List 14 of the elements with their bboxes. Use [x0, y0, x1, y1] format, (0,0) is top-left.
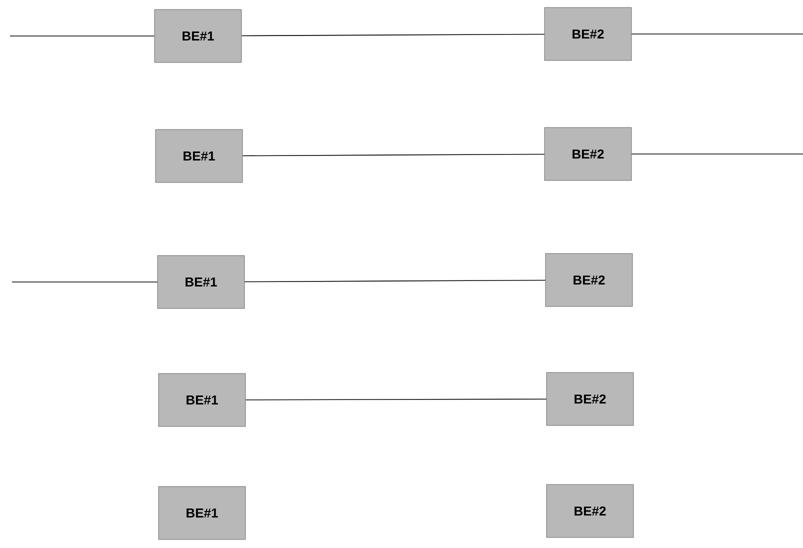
process-box: BE#2	[545, 253, 633, 307]
process-box: BE#2	[546, 484, 634, 538]
process-box: BE#1	[154, 9, 242, 63]
process-box: BE#2	[546, 372, 634, 426]
process-box: BE#1	[158, 486, 246, 540]
process-box: BE#1	[155, 129, 243, 183]
process-box: BE#1	[157, 255, 245, 309]
connector-line	[244, 280, 546, 282]
connector-line	[242, 154, 545, 156]
connector-line	[245, 398, 547, 400]
process-box: BE#2	[544, 7, 632, 61]
process-box: BE#1	[158, 373, 246, 427]
connector-line	[241, 34, 545, 36]
process-box: BE#2	[544, 127, 632, 181]
